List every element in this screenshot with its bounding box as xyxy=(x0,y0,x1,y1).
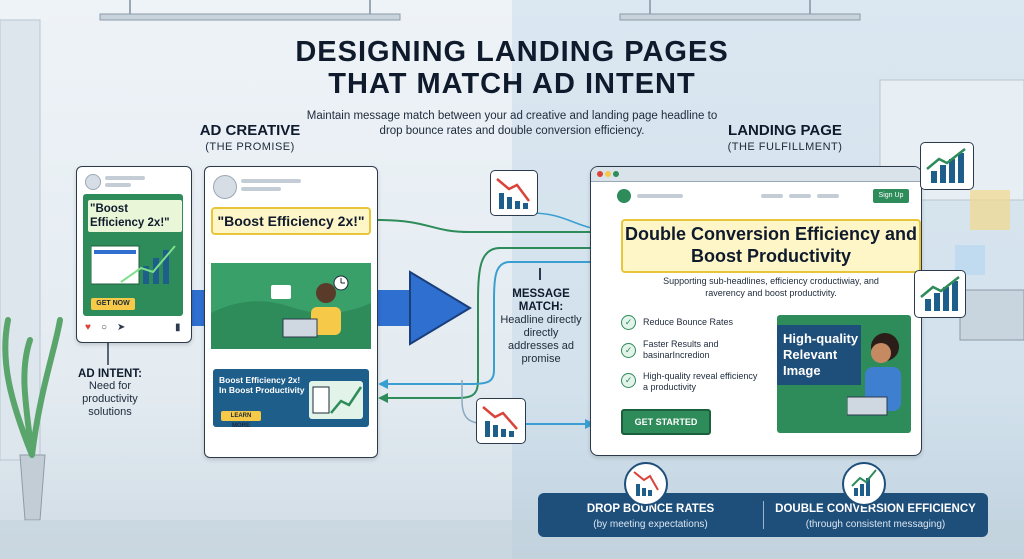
trend-down-icon xyxy=(624,462,668,506)
bookmark-icon[interactable]: ▮ xyxy=(175,322,181,333)
drop-bounce-subtitle: (by meeting expectations) xyxy=(593,519,708,530)
lp-subheadline: Supporting sub-headlines, efficiency cro… xyxy=(663,276,879,298)
nav-item[interactable] xyxy=(761,194,783,198)
ad-creative-subheading: (THE PROMISE) xyxy=(205,141,295,153)
share-icon[interactable]: ➤ xyxy=(117,322,126,333)
trend-down-icon xyxy=(490,170,538,216)
close-window-icon[interactable] xyxy=(597,171,603,177)
phone-ad-headline: "Boost Efficiency 2x!" xyxy=(88,200,182,232)
banner-ad[interactable]: Boost Efficiency 2x! In Boost Productivi… xyxy=(213,369,369,429)
check-icon: ✓ xyxy=(621,373,636,388)
growth-chart-icon xyxy=(91,245,176,285)
double-conversion-title: DOUBLE CONVERSION EFFICIENCY xyxy=(775,503,976,515)
trend-up-icon xyxy=(920,142,974,190)
banner-ad-headline: Boost Efficiency 2x! In Boost Productivi… xyxy=(219,375,305,395)
page-subtitle: Maintain message match between your ad c… xyxy=(306,110,718,137)
image-label: High-quality Relevant Image xyxy=(783,331,859,378)
divider xyxy=(763,501,764,529)
feature-item: High-quality reveal efficiency a product… xyxy=(643,371,758,392)
get-now-button[interactable]: GET NOW xyxy=(91,298,135,310)
placeholder-line xyxy=(105,183,131,187)
placeholder-line xyxy=(105,176,145,180)
ad-intent-callout: AD INTENT: Need for productivity solutio… xyxy=(70,368,150,419)
get-started-button[interactable]: GET STARTED xyxy=(621,409,711,435)
message-match-text: Headline directly directly addresses ad … xyxy=(500,314,582,365)
browser-title-bar xyxy=(591,167,921,182)
double-conversion-subtitle: (through consistent messaging) xyxy=(805,519,946,530)
drop-bounce-title: DROP BOUNCE RATES xyxy=(586,503,715,515)
ad-headline-quote: "Boost Efficiency 2x!" xyxy=(211,207,371,235)
comment-icon[interactable]: ○ xyxy=(101,322,108,333)
landing-page-heading: LANDING PAGE xyxy=(728,122,842,139)
check-icon: ✓ xyxy=(621,315,636,330)
ad-intent-text: Need for productivity solutions xyxy=(82,380,138,418)
trend-up-icon xyxy=(842,462,886,506)
message-match-callout: MESSAGE MATCH: Headline directly directl… xyxy=(500,288,582,366)
landing-page-subheading: (THE FULFILLMENT) xyxy=(727,141,843,153)
ad-creative-heading: AD CREATIVE xyxy=(199,122,301,139)
placeholder-line xyxy=(637,194,683,198)
growth-chart-icon xyxy=(309,381,363,419)
image-label-panel xyxy=(777,325,861,385)
feature-item: Reduce Bounce Rates xyxy=(643,317,734,327)
trend-down-icon xyxy=(476,398,526,444)
learn-more-button[interactable]: LEARN MORE xyxy=(221,411,261,429)
ad-intent-label: AD INTENT: xyxy=(78,368,142,380)
landing-page-browser[interactable]: Sign Up Double Conversion Efficiency and… xyxy=(590,166,922,456)
avatar xyxy=(85,174,101,190)
lp-headline: Double Conversion Efficiency and Boost P… xyxy=(621,219,921,273)
site-logo[interactable] xyxy=(617,189,631,203)
avatar xyxy=(213,175,237,199)
trend-up-icon xyxy=(914,270,966,318)
nav-item[interactable] xyxy=(789,194,811,198)
placeholder-line xyxy=(241,187,281,191)
signup-button[interactable]: Sign Up xyxy=(873,189,909,203)
ad-illustration xyxy=(211,263,371,349)
nav-item[interactable] xyxy=(817,194,839,198)
maximize-window-icon[interactable] xyxy=(613,171,619,177)
page-title: DESIGNING LANDING PAGES THAT MATCH AD IN… xyxy=(295,36,729,100)
feature-item: Faster Results and basinarIncredion xyxy=(643,339,719,360)
phone-ad-card[interactable]: "Boost Efficiency 2x!" GET NOW ♥ ○ ➤ ▮ xyxy=(76,166,192,343)
heart-icon[interactable]: ♥ xyxy=(85,322,91,333)
message-match-label: MESSAGE MATCH: xyxy=(512,288,570,313)
check-icon: ✓ xyxy=(621,343,636,358)
results-bar: DROP BOUNCE RATES (by meeting expectatio… xyxy=(538,493,988,537)
minimize-window-icon[interactable] xyxy=(605,171,611,177)
placeholder-line xyxy=(241,179,301,183)
social-post-card[interactable]: "Boost Efficiency 2x!" Boost Efficiency … xyxy=(204,166,378,458)
phone-ad-creative[interactable]: "Boost Efficiency 2x!" GET NOW xyxy=(83,194,183,316)
relevant-image: High-quality Relevant Image xyxy=(777,315,911,433)
